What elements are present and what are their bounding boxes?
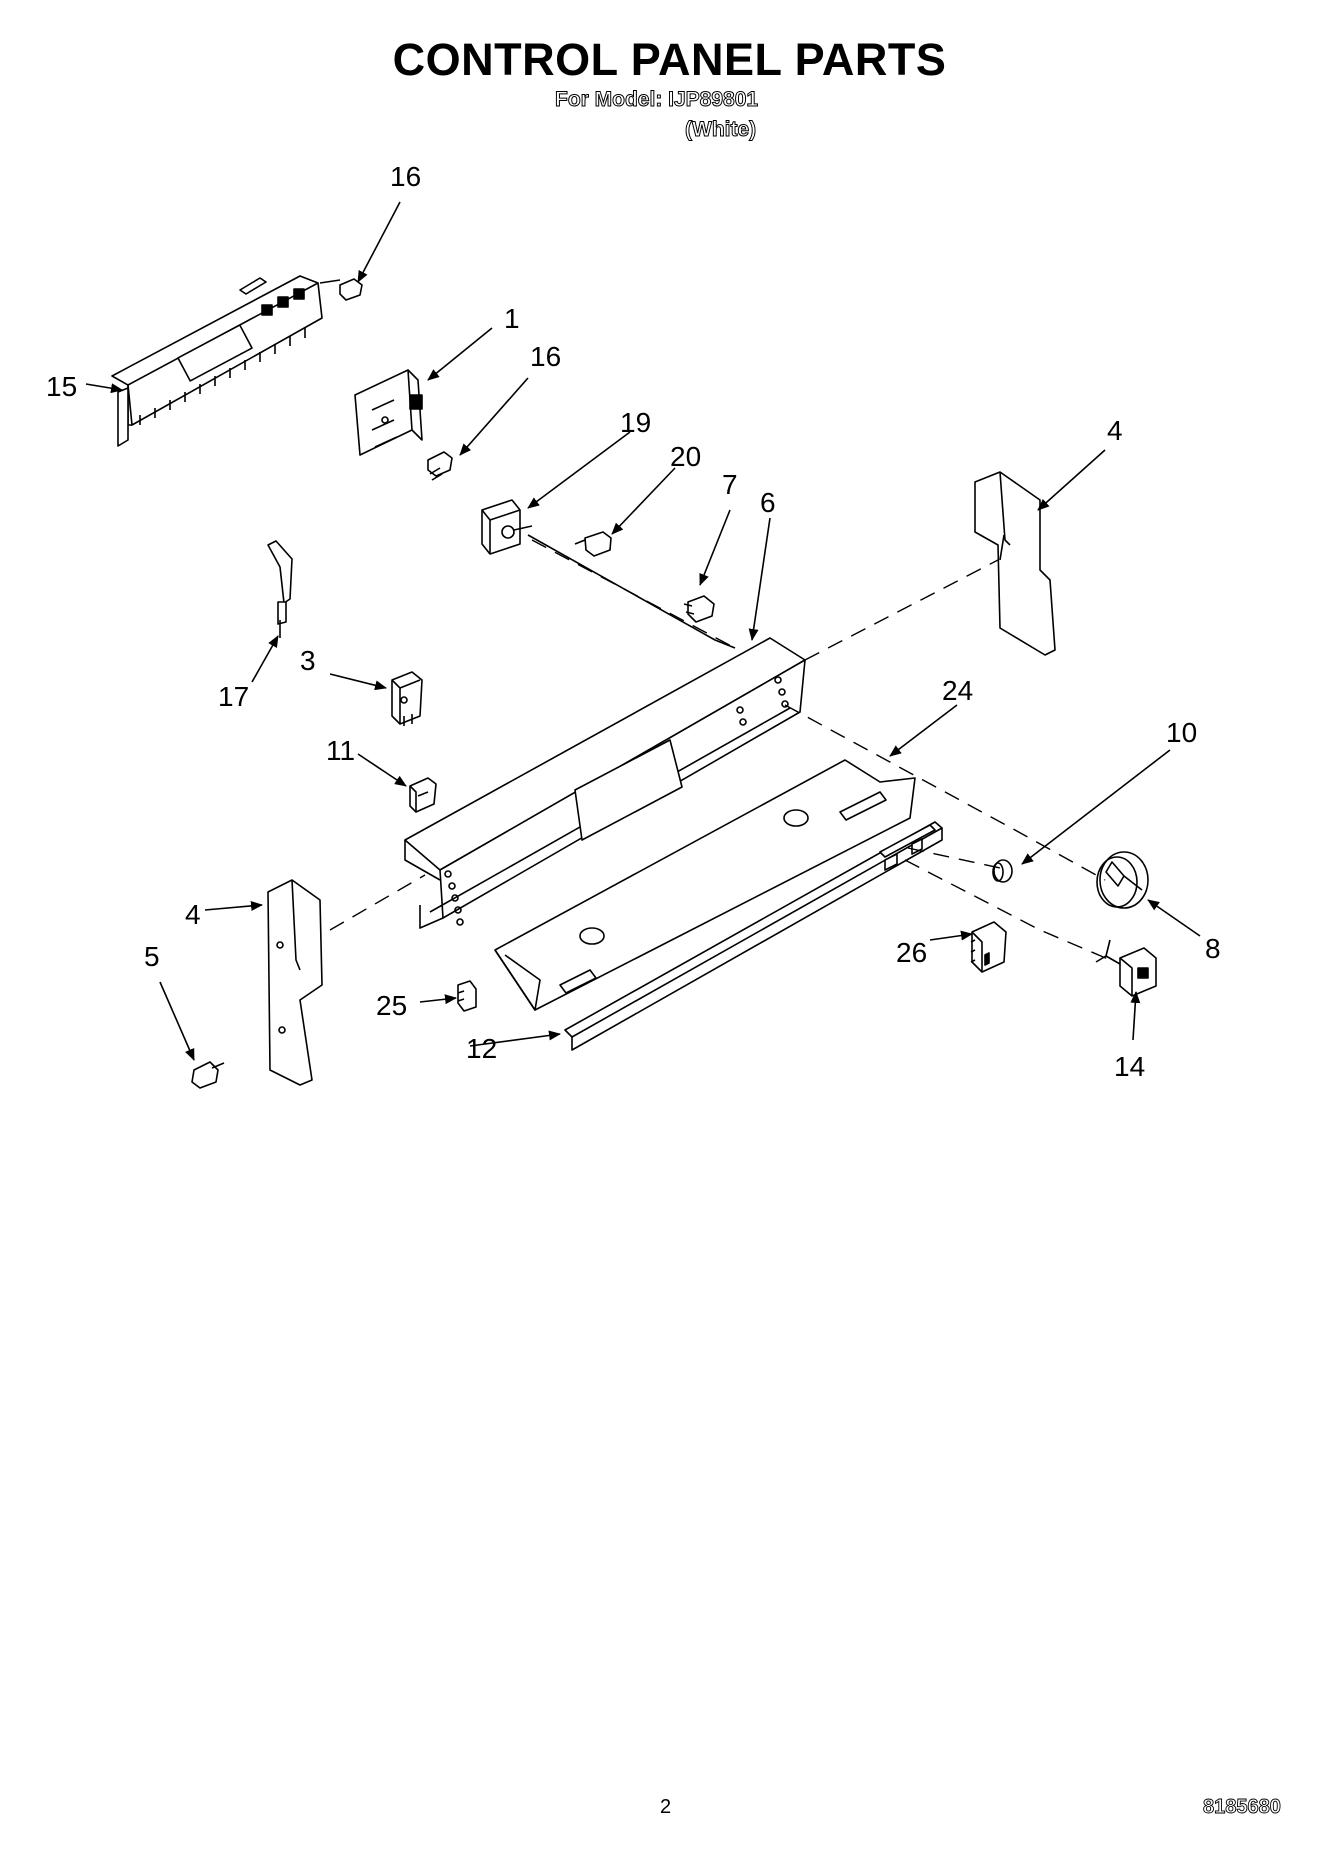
callout-4-right: 4	[1107, 415, 1123, 446]
switch-part-3	[391, 671, 423, 726]
knob-part-8	[1096, 851, 1149, 909]
sensor-connector-part-19	[481, 499, 533, 555]
screw-part-5	[191, 1061, 225, 1089]
screw-part-20	[574, 531, 612, 557]
electronic-control-part-15	[111, 275, 323, 447]
leader-lines	[85, 201, 1201, 1061]
screw-part-16-middle	[427, 451, 453, 481]
callout-19: 19	[620, 407, 651, 438]
switch-part-26	[970, 921, 1007, 973]
sensor-wire	[527, 534, 736, 649]
page-number: 2	[660, 1796, 672, 1818]
indicator-light-part-14	[1095, 939, 1157, 997]
callout-8: 8	[1205, 933, 1221, 964]
callout-15: 15	[46, 371, 77, 402]
callout-5: 5	[144, 941, 160, 972]
callout-numbers: 16 15 1 16 19 20 7 6 4 17 3 24 10 11 4 5…	[46, 161, 1221, 1082]
screw-part-16-top	[319, 278, 363, 301]
model-line: For Model: IJP89801	[554, 88, 759, 112]
screw-part-25	[457, 980, 477, 1012]
alignment-lines	[329, 539, 1116, 963]
callout-17: 17	[218, 681, 249, 712]
callout-25: 25	[376, 990, 407, 1021]
panel-backer-part-24	[494, 759, 916, 1011]
callout-6: 6	[760, 487, 776, 518]
callout-4-left: 4	[185, 899, 201, 930]
trim-strip-part-12	[564, 821, 943, 1051]
callout-14: 14	[1114, 1051, 1145, 1082]
callout-20: 20	[670, 441, 701, 472]
callout-24: 24	[942, 675, 973, 706]
callout-16-middle: 16	[530, 341, 561, 372]
document-number: 8185680	[1203, 1796, 1282, 1819]
callout-12: 12	[466, 1033, 497, 1064]
clip-part-11	[409, 777, 437, 813]
callout-16-top: 16	[390, 161, 421, 192]
end-cap-part-4-left	[267, 879, 323, 1086]
bracket-part-1	[354, 369, 423, 456]
callout-1: 1	[504, 303, 520, 334]
callout-3: 3	[300, 645, 316, 676]
callout-10: 10	[1166, 717, 1197, 748]
callout-11: 11	[326, 735, 355, 766]
lock-part-17	[267, 540, 293, 638]
end-cap-part-4-right	[974, 471, 1056, 656]
page-title: CONTROL PANEL PARTS	[392, 34, 947, 85]
knob-insert-part-10	[992, 859, 1013, 883]
screw-part-7	[683, 595, 715, 623]
callout-26: 26	[896, 937, 927, 968]
callout-7: 7	[722, 469, 738, 500]
color-variant: (White)	[684, 118, 757, 142]
